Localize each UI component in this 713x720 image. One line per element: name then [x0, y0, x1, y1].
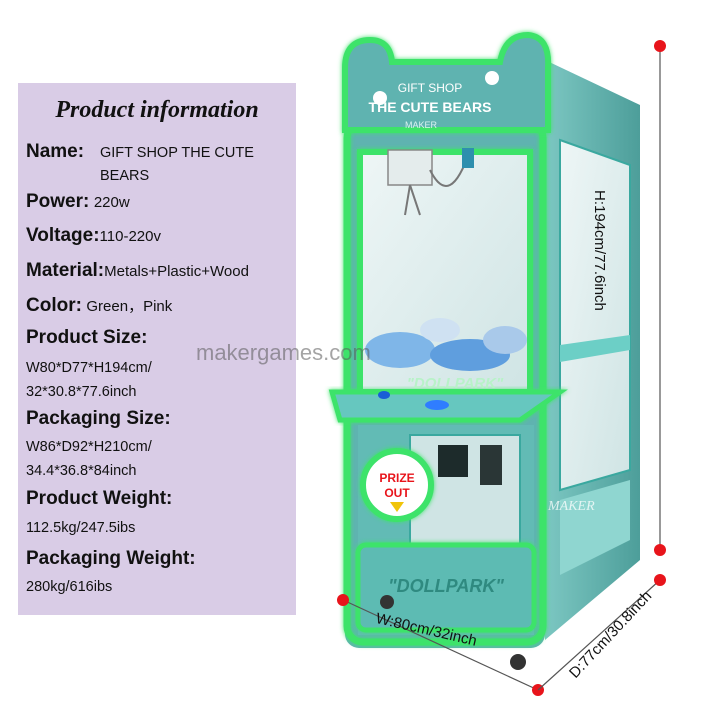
wheel-left [380, 595, 394, 609]
watermark-text: makergames.com [196, 340, 371, 365]
width-marker-left [337, 594, 349, 606]
packaging-weight-label: Packaging Weight: [26, 548, 196, 569]
voltage-value: 110-220v [99, 228, 161, 245]
dimension-lines [337, 40, 666, 696]
height-marker-bottom [654, 544, 666, 556]
packaging-size-value-line2: 34.4*36.8*84inch [26, 463, 137, 479]
product-size-row: Product Size: [26, 327, 147, 349]
info-title: Product information [55, 97, 259, 123]
color-row: Color: Green，Pink [26, 295, 172, 317]
control-panel-text: "DOLLPARK" [407, 375, 504, 392]
height-marker-top [654, 40, 666, 52]
material-value: Metals+Plastic+Wood [104, 263, 249, 280]
power-value: 220w [93, 194, 130, 211]
play-button [425, 400, 449, 410]
plush-toys [365, 318, 527, 371]
bottom-panel-text: "DOLLPARK" [388, 576, 504, 596]
product-weight-value: 112.5kg/247.5ibs [26, 520, 136, 536]
material-label: Material: [26, 260, 105, 281]
prize-label-line1: PRIZE [379, 471, 414, 485]
depth-marker-right [654, 574, 666, 586]
side-brand-text: MAKER [547, 499, 595, 514]
paw-icon-right [485, 71, 499, 85]
name-value-line2: BEARS [100, 168, 150, 184]
packaging-weight-value: 280kg/616ibs [26, 579, 113, 595]
product-info-panel: Product information Name: GIFT SHOP THE … [18, 83, 296, 615]
packaging-size-row: Packaging Size: [26, 408, 171, 430]
paw-icon [373, 91, 387, 105]
cabinet-front: "DOLLPARK" PRIZE OUT "DOLLPARK" [328, 118, 568, 648]
material-row: Material:Metals+Plastic+Wood [26, 260, 249, 282]
sign-line2: THE CUTE BEARS [369, 99, 492, 115]
product-size-label: Product Size: [26, 327, 148, 348]
cabinet-side-panel [545, 60, 640, 640]
voltage-label: Voltage: [26, 225, 100, 246]
color-label: Color: [26, 295, 82, 316]
color-value: Green，Pink [86, 298, 173, 315]
prize-out-door [360, 448, 434, 522]
power-row: Power: 220w [26, 191, 130, 213]
sign-brand: MAKER [405, 120, 438, 130]
joystick [378, 391, 390, 399]
wheel-right [510, 654, 526, 670]
height-dimension-label: H:194cm/77.6inch [591, 190, 608, 311]
product-weight-label: Product Weight: [26, 488, 173, 509]
packaging-size-label: Packaging Size: [26, 408, 171, 429]
claw [387, 148, 474, 216]
power-label: Power: [26, 191, 90, 212]
name-label: Name: [26, 141, 85, 162]
packaging-weight-row: Packaging Weight: [26, 548, 196, 570]
product-weight-row: Product Weight: [26, 488, 172, 510]
sign-line1: GIFT SHOP [398, 81, 462, 95]
top-sign: GIFT SHOP THE CUTE BEARS MAKER [342, 31, 552, 133]
name-value-line1: GIFT SHOP THE CUTE [100, 145, 254, 161]
product-size-value-line1: W80*D77*H194cm/ [26, 360, 152, 376]
packaging-size-value-line1: W86*D92*H210cm/ [26, 439, 152, 455]
prize-label-line2: OUT [384, 486, 410, 500]
product-size-value-line2: 32*30.8*77.6inch [26, 384, 137, 400]
voltage-row: Voltage:110-220v [26, 225, 161, 247]
name-row: Name: [26, 141, 84, 163]
